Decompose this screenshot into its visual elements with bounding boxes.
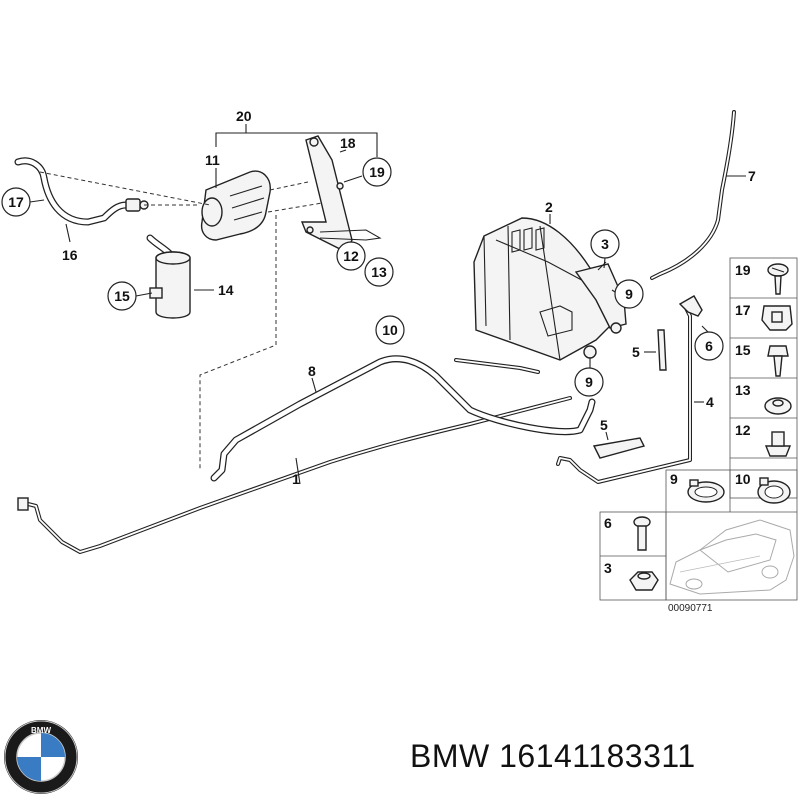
panel-label-6: 6 xyxy=(604,515,612,531)
callout-5a: 5 xyxy=(632,344,640,360)
callout-circle-10: 10 xyxy=(375,315,405,345)
callout-circle-9a: 9 xyxy=(614,279,644,309)
panel-label-12: 12 xyxy=(735,422,751,438)
hose-coupling xyxy=(125,198,141,212)
callout-5b: 5 xyxy=(600,417,608,433)
pad-5b xyxy=(592,437,646,459)
svg-text:10: 10 xyxy=(382,322,398,338)
svg-text:9: 9 xyxy=(625,286,633,302)
pad-5 xyxy=(657,329,667,371)
hose-clamp-9 xyxy=(583,345,597,359)
panel-label-13: 13 xyxy=(735,382,751,398)
svg-text:BMW: BMW xyxy=(31,726,51,735)
callout-circle-15: 15 xyxy=(107,281,137,311)
panel-label-17: 17 xyxy=(735,302,751,318)
callout-16: 16 xyxy=(62,247,78,263)
callout-circle-3: 3 xyxy=(590,229,620,259)
callout-circle-9b: 9 xyxy=(574,367,604,397)
svg-text:9: 9 xyxy=(585,374,593,390)
parts-panel: 19 17 15 13 12 9 10 6 3 xyxy=(599,257,798,614)
callout-14: 14 xyxy=(218,282,234,298)
svg-text:17: 17 xyxy=(8,194,24,210)
callout-4: 4 xyxy=(706,394,714,410)
panel-label-15: 15 xyxy=(735,342,751,358)
nut-3-icon xyxy=(629,571,659,591)
panel-label-19: 19 xyxy=(735,262,751,278)
callout-7: 7 xyxy=(748,168,756,184)
callout-circle-19: 19 xyxy=(362,157,392,187)
group-bracket-20 xyxy=(215,132,378,157)
svg-text:13: 13 xyxy=(371,264,387,280)
callout-circle-13: 13 xyxy=(364,257,394,287)
leader-18 xyxy=(339,149,347,153)
callout-circle-6: 6 xyxy=(694,331,724,361)
leader-15 xyxy=(135,292,153,297)
leader-5b xyxy=(605,431,609,441)
panel-label-10: 10 xyxy=(735,471,751,487)
callout-20: 20 xyxy=(236,108,252,124)
svg-text:3: 3 xyxy=(601,236,609,252)
grommet-12-icon xyxy=(764,445,792,457)
canister-bracket xyxy=(574,263,627,329)
callout-circle-17: 17 xyxy=(1,187,31,217)
leader-16 xyxy=(65,223,71,243)
car-silhouette-icon xyxy=(669,519,795,595)
screw-15-icon xyxy=(767,345,789,357)
callout-8: 8 xyxy=(308,363,316,379)
leader-1 xyxy=(295,457,301,485)
leader-8 xyxy=(311,377,317,393)
callout-11: 11 xyxy=(205,152,220,168)
svg-text:15: 15 xyxy=(114,288,130,304)
svg-text:6: 6 xyxy=(705,338,713,354)
panel-label-3: 3 xyxy=(604,560,612,576)
callout-1: 1 xyxy=(292,471,300,487)
reference-number: 00090771 xyxy=(668,603,713,614)
callout-2: 2 xyxy=(545,199,553,215)
bracket-18 xyxy=(300,135,353,253)
bmw-logo: BMW xyxy=(4,720,78,794)
callout-18: 18 xyxy=(340,135,356,151)
panel-label-9: 9 xyxy=(670,471,678,487)
svg-text:12: 12 xyxy=(343,248,359,264)
part-number-caption: BMW 16141183311 xyxy=(410,738,696,774)
svg-text:19: 19 xyxy=(369,164,385,180)
callout-circle-12: 12 xyxy=(336,241,366,271)
